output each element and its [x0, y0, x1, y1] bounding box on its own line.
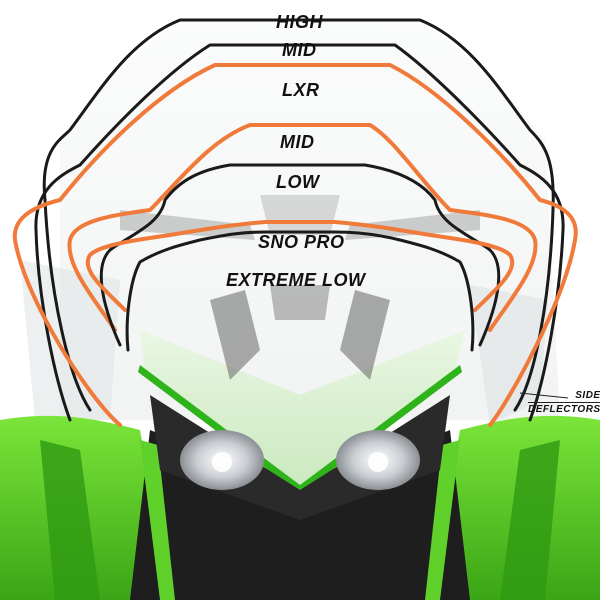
label-side-line1: SIDE: [528, 390, 600, 401]
label-side-line2: DEFLECTORS: [528, 404, 600, 415]
label-side-rule: [528, 402, 600, 403]
label-mid-lower: MID: [280, 132, 315, 153]
label-lxr: LXR: [282, 80, 320, 101]
label-sno-pro: SNO PRO: [258, 232, 345, 253]
side-deflector-left: [20, 260, 120, 420]
label-extreme-low: EXTREME LOW: [226, 270, 366, 291]
label-side-deflectors: SIDE DEFLECTORS: [528, 390, 600, 415]
label-high: HIGH: [276, 12, 323, 33]
label-mid-upper: MID: [282, 40, 317, 61]
label-low: LOW: [276, 172, 320, 193]
